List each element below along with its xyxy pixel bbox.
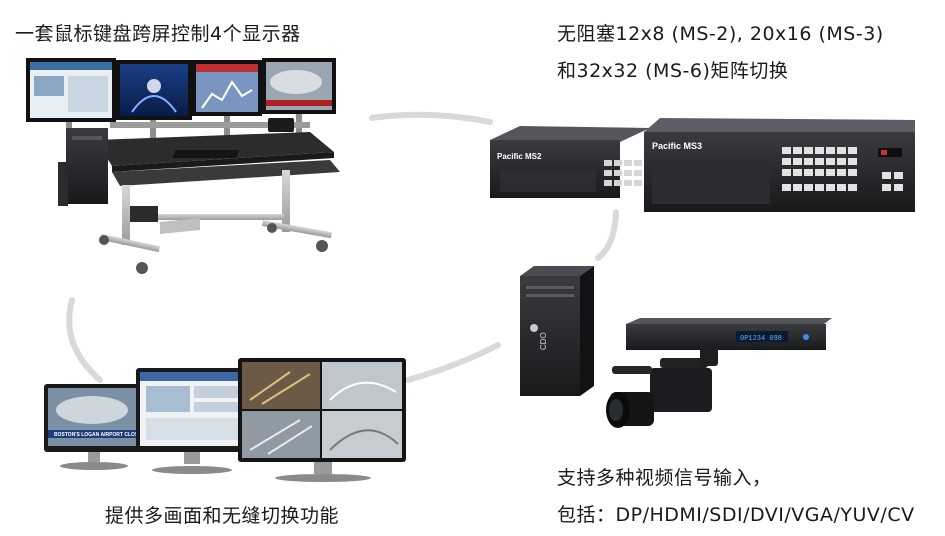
matrix-switcher-ms3: Pacific MS3: [644, 118, 915, 212]
desk-top: [96, 132, 334, 166]
video-camera: [606, 346, 718, 428]
shelf-device: [130, 206, 158, 222]
keyboard: [172, 150, 240, 158]
caption-inputs-line2: 包括：DP/HDMI/SDI/DVI/VGA/YUV/CV: [557, 504, 915, 526]
caption-workstation: 一套鼠标键盘跨屏控制4个显示器: [15, 23, 301, 45]
caption-matrix-line2: 和32x32 (MS-6)矩阵切换: [557, 60, 789, 82]
blu-ray-player: 0P1234 098: [626, 318, 832, 350]
switcher-large-brand: Pacific MS3: [652, 141, 702, 151]
matrix-switcher-ms2: Pacific MS2: [490, 126, 650, 198]
switcher-button-grid: [782, 147, 903, 191]
arc-top: [369, 111, 493, 125]
desk-legs: [100, 170, 332, 253]
arc-right: [595, 209, 619, 261]
caption-matrix-line1: 无阻塞12x8 (MS-2), 20x16 (MS-3): [557, 23, 884, 45]
monitor-2: [116, 60, 192, 120]
monitor-4: [262, 58, 336, 114]
tower-brand: CDO: [539, 332, 548, 350]
player-display: 0P1234 098: [740, 335, 782, 343]
desk-shelf: [112, 160, 340, 186]
workstation-pc: [58, 128, 108, 206]
workstation-desk: [26, 58, 340, 274]
multiview-monitor-center: [136, 368, 248, 474]
caption-inputs-line1: 支持多种视频信号输入，: [557, 467, 772, 489]
connecting-arcs: [66, 111, 619, 383]
news-ticker: BOSTON'S LOGAN AIRPORT CLOSED: [54, 432, 146, 438]
multiview-monitor-left: BOSTON'S LOGAN AIRPORT CLOSED: [44, 384, 146, 470]
switcher-small-brand: Pacific MS2: [497, 152, 542, 161]
caption-multiview: 提供多画面和无缝切换功能: [105, 505, 340, 527]
desk-phone: [268, 118, 294, 132]
monitor-3: [192, 60, 262, 116]
monitor-1: [26, 58, 116, 122]
arc-left: [66, 297, 103, 383]
arc-bottom: [405, 342, 501, 383]
multiview-monitor-right: [238, 358, 406, 482]
pc-tower: CDO: [520, 266, 594, 396]
desk-wheels: [99, 223, 328, 274]
